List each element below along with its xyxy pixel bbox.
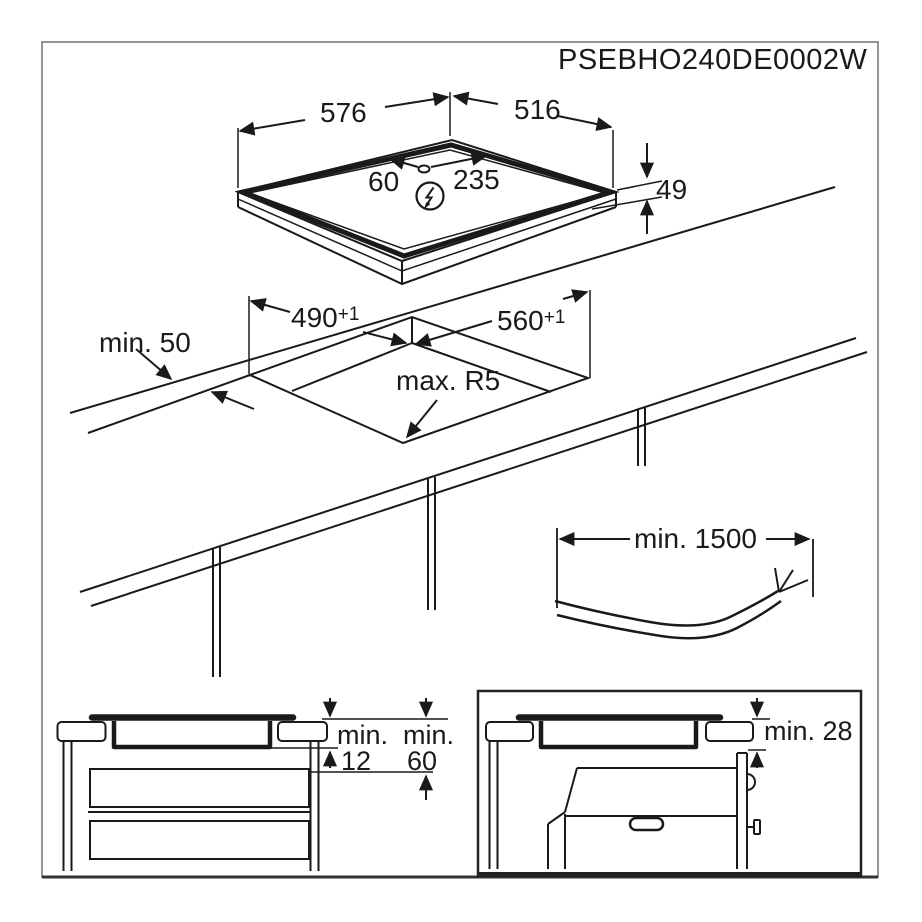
dim-576-label: 576 [320,97,367,128]
dim-min28 [748,698,770,768]
dim-min28-label: min. 28 [764,716,853,746]
hob-body-section [538,721,699,750]
hob-glass-inner [246,149,608,250]
diagram-id-label: PSEBHO240DE0002W [558,44,868,76]
dim-min60-label-min: min. [403,720,455,750]
dim-min12-label-value: 12 [341,746,372,776]
worktop-left [485,721,534,742]
oven-handle [628,816,665,832]
oven-knob [753,819,761,835]
dim-min12-label-min: min. [337,720,389,750]
oven [547,752,761,869]
oven-hinge-bump [746,773,756,791]
section-above-oven [476,689,863,878]
worktop-left [56,721,107,742]
dim-60-label: 60 [368,166,400,197]
cabinet-legs [488,741,499,869]
power-icon [415,181,445,211]
worktop-cutout-view [69,186,868,677]
dim-cable-length-label: min. 1500 [634,523,757,554]
worktop-right [277,721,328,742]
hob-body-section [111,721,273,750]
dim-maxR5-arrow [405,399,438,439]
dim-576 [237,92,451,188]
dim-60-arrow [388,156,419,170]
dim-maxR5-label: max. R5 [396,365,501,396]
mains-cable-view [554,528,814,640]
drawer-1 [89,768,310,808]
dim-min60-label-value: 60 [407,746,438,776]
drawer-2 [89,820,310,860]
dim-490 [248,296,408,374]
dim-235-arrow [430,151,488,168]
worktop-front-parallel-line [87,374,251,434]
section-above-drawer [56,698,448,871]
dim-235-label: 235 [453,164,500,195]
dim-560-label: 560+1 [497,305,566,336]
cabinet-legs [62,741,320,871]
dim-560 [414,289,591,378]
hob-glass-band [234,142,620,259]
dim-516-label: 516 [514,94,561,125]
worktop-legs [212,408,646,677]
cable-wire-strands [774,567,809,593]
worktop-back-edge [69,186,836,414]
dim-49 [591,143,663,234]
dim-min50 [135,348,255,410]
dim-490-label: 490+1 [291,302,360,333]
cutout-opening [247,315,592,445]
worktop-right [705,721,754,742]
cutout-inner-walls [291,317,552,393]
hob-body [237,192,617,286]
cable-hole [417,164,431,174]
cable-curve [554,589,782,640]
hob-isometric-view [234,91,663,286]
dim-516 [452,91,614,188]
dim-min50-label: min. 50 [99,327,191,358]
dim-49-label: 49 [656,174,688,205]
